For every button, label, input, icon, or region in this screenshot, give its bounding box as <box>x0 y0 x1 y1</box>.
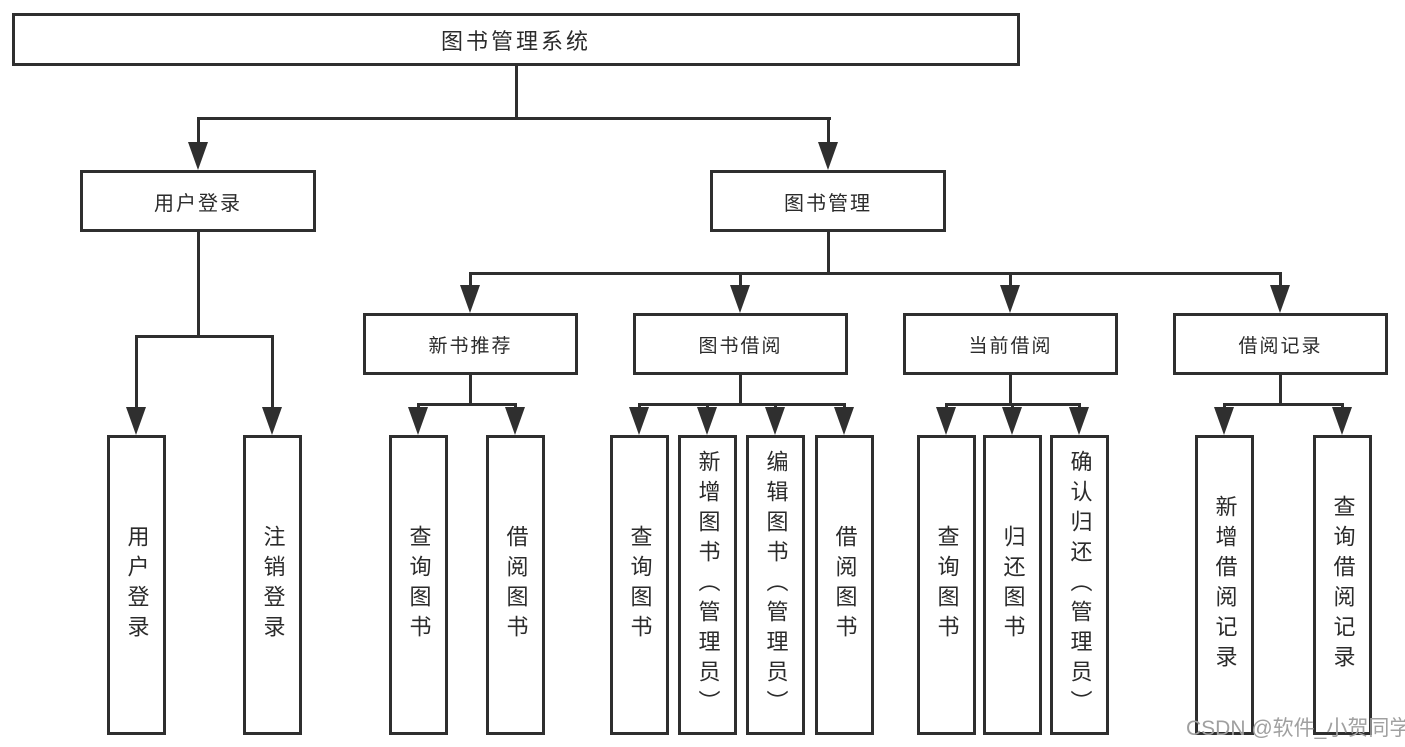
node-leaf-confirm-return-admin: 确认归还（管理员） <box>1050 435 1109 735</box>
node-current-borrowing: 当前借阅 <box>903 313 1118 375</box>
connector-stub <box>1223 403 1226 410</box>
connector-stub <box>197 117 200 145</box>
arrowhead-down-icon <box>936 407 956 435</box>
connector-stub <box>827 232 830 274</box>
arrowhead-down-icon <box>1002 407 1022 435</box>
node-new-book-recommend: 新书推荐 <box>363 313 578 375</box>
node-user-login-group: 用户登录 <box>80 170 316 232</box>
connector-stub <box>1279 272 1282 288</box>
connector-stub <box>739 272 742 288</box>
connector-stub <box>1341 403 1344 410</box>
arrowhead-down-icon <box>765 407 785 435</box>
arrowhead-down-icon <box>262 407 282 435</box>
connector-bus-new-book <box>417 403 517 406</box>
connector-stub <box>1009 272 1012 288</box>
arrowhead-down-icon <box>818 142 838 170</box>
node-leaf-query-books-recommend-label: 查询图书 <box>406 525 432 645</box>
node-leaf-return-books: 归还图书 <box>983 435 1042 735</box>
node-leaf-add-books-admin-label: 新增图书（管理员） <box>695 450 721 720</box>
node-new-book-recommend-label: 新书推荐 <box>428 335 513 357</box>
node-leaf-return-books-label: 归还图书 <box>1000 525 1026 645</box>
node-current-borrowing-label: 当前借阅 <box>968 335 1053 357</box>
connector-stub <box>945 403 948 410</box>
node-leaf-logout-label: 注销登录 <box>260 525 286 645</box>
arrowhead-down-icon <box>1214 407 1234 435</box>
arrowhead-down-icon <box>188 142 208 170</box>
node-leaf-borrow-books-recommend: 借阅图书 <box>486 435 545 735</box>
csdn-watermark: CSDN @软件_小贺同学 <box>1186 717 1405 740</box>
node-leaf-query-books-borrow: 查询图书 <box>610 435 669 735</box>
node-leaf-borrow-books-recommend-label: 借阅图书 <box>503 525 529 645</box>
arrowhead-down-icon <box>1332 407 1352 435</box>
node-leaf-edit-books-admin: 编辑图书（管理员） <box>746 435 805 735</box>
arrowhead-down-icon <box>1000 285 1020 313</box>
node-book-management-label: 图书管理 <box>784 192 872 215</box>
connector-stub <box>469 375 472 406</box>
node-leaf-query-books-borrow-label: 查询图书 <box>627 525 653 645</box>
connector-stub <box>469 272 472 288</box>
connector-stub <box>135 335 138 409</box>
node-leaf-logout: 注销登录 <box>243 435 302 735</box>
connector-stub <box>514 403 517 410</box>
node-book-borrowing-label: 图书借阅 <box>698 335 783 357</box>
node-leaf-query-books-current: 查询图书 <box>917 435 976 735</box>
arrowhead-down-icon <box>697 407 717 435</box>
connector-stub <box>638 403 641 410</box>
connector-root-stub <box>515 66 518 120</box>
arrowhead-down-icon <box>460 285 480 313</box>
arrowhead-down-icon <box>126 407 146 435</box>
node-leaf-add-books-admin: 新增图书（管理员） <box>678 435 737 735</box>
connector-stub <box>706 403 709 410</box>
arrowhead-down-icon <box>1069 407 1089 435</box>
node-borrowing-records: 借阅记录 <box>1173 313 1388 375</box>
node-library-system-label: 图书管理系统 <box>440 28 591 54</box>
arrowhead-down-icon <box>834 407 854 435</box>
connector-stub <box>843 403 846 410</box>
connector-stub <box>1279 375 1282 406</box>
connector-stub <box>1011 403 1014 410</box>
connector-bus-level3 <box>469 272 1282 275</box>
connector-stub <box>1078 403 1081 410</box>
connector-bus-level2 <box>197 117 831 120</box>
arrowhead-down-icon <box>505 407 525 435</box>
connector-bus-user-login <box>135 335 274 338</box>
node-book-borrowing: 图书借阅 <box>633 313 848 375</box>
node-leaf-confirm-return-admin-label: 确认归还（管理员） <box>1067 450 1093 720</box>
arrowhead-down-icon <box>408 407 428 435</box>
connector-stub <box>197 232 200 337</box>
node-leaf-user-login: 用户登录 <box>107 435 166 735</box>
connector-stub <box>739 375 742 406</box>
arrowhead-down-icon <box>629 407 649 435</box>
node-leaf-query-borrow-record: 查询借阅记录 <box>1313 435 1372 735</box>
node-leaf-user-login-label: 用户登录 <box>124 525 150 645</box>
connector-stub <box>1009 375 1012 406</box>
node-borrowing-records-label: 借阅记录 <box>1238 335 1323 357</box>
arrowhead-down-icon <box>730 285 750 313</box>
connector-stub <box>774 403 777 410</box>
node-leaf-query-books-recommend: 查询图书 <box>389 435 448 735</box>
node-leaf-borrow-books: 借阅图书 <box>815 435 874 735</box>
connector-stub <box>417 403 420 410</box>
connector-stub <box>827 117 830 145</box>
node-book-management: 图书管理 <box>710 170 946 232</box>
connector-bus-borrow-record <box>1223 403 1344 406</box>
node-leaf-borrow-books-label: 借阅图书 <box>832 525 858 645</box>
node-user-login-group-label: 用户登录 <box>154 192 242 215</box>
arrowhead-down-icon <box>1270 285 1290 313</box>
node-leaf-edit-books-admin-label: 编辑图书（管理员） <box>763 450 789 720</box>
node-leaf-query-books-current-label: 查询图书 <box>934 525 960 645</box>
connector-bus-book-borrow <box>638 403 846 406</box>
node-leaf-add-borrow-record: 新增借阅记录 <box>1195 435 1254 735</box>
node-leaf-query-borrow-record-label: 查询借阅记录 <box>1330 495 1356 675</box>
node-library-system: 图书管理系统 <box>12 13 1020 66</box>
connector-stub <box>271 335 274 409</box>
node-leaf-add-borrow-record-label: 新增借阅记录 <box>1212 495 1238 675</box>
